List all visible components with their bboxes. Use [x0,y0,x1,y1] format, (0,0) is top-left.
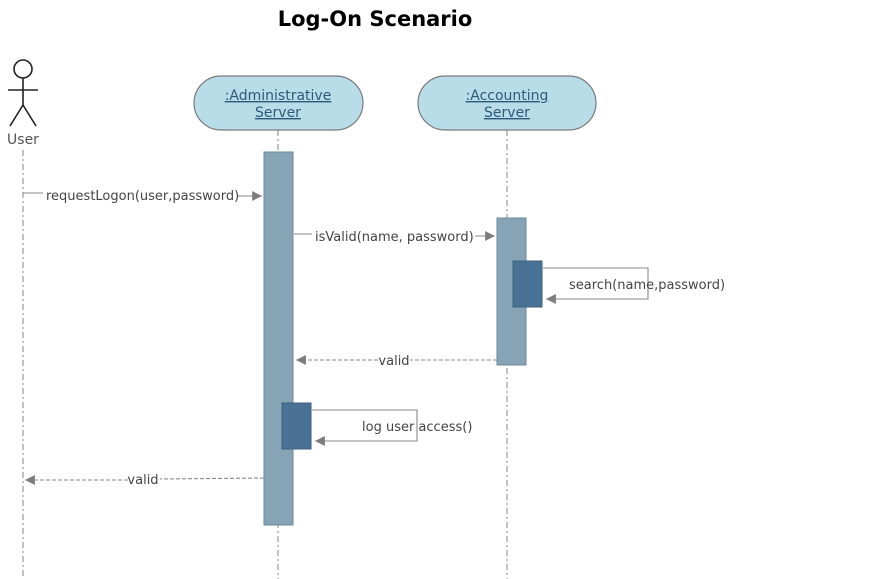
admin-server-head: :Administrative Server [193,75,364,131]
actor-head-icon [13,59,33,79]
message-search: search(name,password) [543,267,725,304]
valid-return-admin-label: valid [378,354,409,369]
message-request-logon: requestLogon(user,password) [23,189,262,204]
request-logon-label: requestLogon(user,password) [46,189,239,204]
message-valid-return-user: valid [25,473,265,488]
actor-label: User [7,132,39,148]
is-valid-arrow [294,234,495,236]
log-user-access-arrow [312,409,418,446]
accounting-server-head: :Accounting Server [417,75,597,131]
valid-return-user-label: valid [127,473,158,488]
admin-nested-activation [281,402,312,450]
message-log-user-access: log user access() [312,409,472,446]
admin-activation-bar [263,151,294,526]
valid-return-user-arrow [25,478,265,480]
admin-server-label-line2: Server [255,105,301,121]
accounting-server-label-line1: :Accounting [466,88,549,104]
search-arrow [543,267,649,304]
actor-right-leg [22,104,37,127]
user-actor: User [7,59,39,148]
message-valid-return-admin: valid [296,354,497,369]
admin-server-label-line1: :Administrative [225,88,332,104]
accounting-server-box [417,75,597,131]
search-label: search(name,password) [569,278,725,293]
diagram-title: Log-On Scenario [278,7,473,31]
message-is-valid: isValid(name, password) [294,230,495,245]
request-logon-arrow [23,193,262,196]
accounting-nested-activation [512,260,543,308]
admin-server-box [193,75,364,131]
log-user-access-label: log user access() [362,420,472,435]
accounting-server-label-line2: Server [484,105,530,121]
is-valid-label: isValid(name, password) [315,230,474,245]
actor-left-leg [9,104,24,127]
